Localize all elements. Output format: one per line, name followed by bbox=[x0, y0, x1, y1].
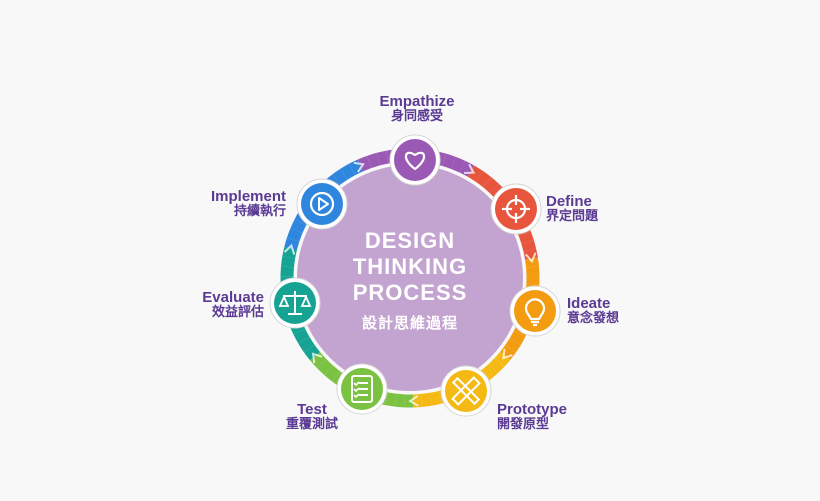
ring-segment-define bbox=[523, 248, 538, 260]
stage-node-define bbox=[490, 183, 542, 235]
ring-arrow-define bbox=[524, 252, 537, 264]
label-implement-en: Implement bbox=[210, 188, 286, 205]
ring-segment-define bbox=[518, 231, 534, 244]
title-line-1: DESIGN bbox=[364, 228, 456, 253]
ring-segment-test bbox=[309, 351, 327, 368]
label-test-zh: 重覆測試 bbox=[285, 417, 338, 433]
ring-segment-ideate bbox=[500, 345, 516, 360]
ring-segment-empathize bbox=[467, 165, 483, 182]
label-prototype-zh: 開發原型 bbox=[497, 417, 550, 433]
label-ideate-zh: 意念發想 bbox=[567, 311, 620, 327]
label-implement: Implement 持續執行 bbox=[196, 188, 286, 220]
title-line-3: PROCESS bbox=[352, 280, 468, 305]
label-prototype-en: Prototype bbox=[497, 401, 568, 418]
ring-segment-evaluate bbox=[281, 256, 296, 268]
stage-node-ideate bbox=[509, 285, 561, 337]
stage-node-empathize bbox=[389, 134, 441, 186]
play-icon bbox=[309, 191, 335, 217]
label-evaluate-zh: 效益評估 bbox=[211, 305, 264, 321]
ring-segment-ideate bbox=[482, 363, 498, 380]
label-prototype: Prototype 開發原型 bbox=[497, 401, 567, 433]
target-icon bbox=[502, 195, 530, 223]
ring-segment-prototype bbox=[394, 393, 405, 408]
ring-segment-prototype bbox=[412, 393, 423, 408]
label-implement-zh: 持續執行 bbox=[233, 204, 286, 220]
stage-node-prototype bbox=[440, 365, 492, 417]
label-empathize-en: Empathize bbox=[379, 93, 455, 110]
ring-segment-empathize bbox=[442, 153, 456, 169]
stage-node-evaluate bbox=[269, 277, 321, 329]
ring-segment-empathize bbox=[475, 170, 492, 188]
label-empathize: Empathize 身同感受 bbox=[372, 93, 462, 125]
ring-segment-prototype bbox=[385, 392, 397, 407]
stage-node-test bbox=[336, 363, 388, 415]
ring-segment-test bbox=[324, 365, 340, 382]
label-define-en: Define bbox=[546, 193, 592, 210]
stage-nodes bbox=[269, 134, 561, 417]
scales-icon bbox=[278, 291, 312, 315]
ring-segment-define bbox=[521, 239, 537, 252]
ring-segment-test bbox=[298, 336, 315, 353]
ring-segment-test bbox=[316, 358, 333, 375]
label-test: Test 重覆測試 bbox=[276, 401, 348, 433]
ring-segment-prototype bbox=[429, 391, 442, 406]
ring-segment-empathize bbox=[459, 160, 475, 177]
ring-segment-implement bbox=[376, 150, 389, 166]
ring-segment-ideate bbox=[505, 338, 521, 353]
ring-segment-implement bbox=[367, 152, 380, 169]
ring-arrow-implement bbox=[353, 161, 365, 173]
label-ideate: Ideate 意念發想 bbox=[567, 295, 619, 327]
label-define-zh: 界定問題 bbox=[546, 209, 599, 225]
ring-segment-implement bbox=[340, 163, 356, 180]
heart-icon bbox=[404, 151, 426, 171]
label-empathize-zh: 身同感受 bbox=[390, 109, 443, 125]
ring-segment-implement bbox=[332, 168, 348, 185]
title-line-chinese: 設計思維過程 bbox=[361, 314, 458, 332]
label-evaluate-en: Evaluate bbox=[202, 289, 264, 306]
stage-node-implement bbox=[296, 178, 348, 230]
ring-arrow-empathize bbox=[464, 163, 476, 175]
ring-segment-ideate bbox=[488, 357, 505, 374]
ring-segment-evaluate bbox=[290, 219, 307, 234]
ring-segment-evaluate bbox=[287, 228, 303, 242]
label-define: Define 界定問題 bbox=[546, 193, 598, 225]
label-test-en: Test bbox=[297, 401, 327, 418]
label-ideate-en: Ideate bbox=[567, 295, 611, 312]
ring-segment-prototype bbox=[421, 392, 432, 407]
center-title: DESIGN THINKING PROCESS 設計思維過程 bbox=[320, 228, 500, 333]
ring-segment-test bbox=[293, 328, 310, 344]
ruler-pencil-icon bbox=[451, 376, 481, 406]
ring-segment-ideate bbox=[509, 330, 526, 345]
ring-arrow-test bbox=[311, 352, 323, 364]
ring-segment-evaluate bbox=[282, 246, 297, 259]
ring-segment-implement bbox=[348, 159, 364, 176]
ring-arrow-prototype bbox=[408, 394, 419, 407]
ring-arrow-ideate bbox=[502, 348, 513, 360]
ring-arrow-evaluate bbox=[283, 243, 296, 255]
label-evaluate: Evaluate 效益評估 bbox=[190, 289, 264, 321]
center-disc bbox=[297, 165, 523, 391]
ring-segment-test bbox=[303, 344, 321, 361]
lightbulb-icon bbox=[524, 298, 546, 327]
title-line-2: THINKING bbox=[352, 254, 468, 279]
ring-segment-empathize bbox=[482, 177, 499, 194]
ring-segment-empathize bbox=[450, 156, 466, 173]
checklist-icon bbox=[351, 375, 373, 403]
